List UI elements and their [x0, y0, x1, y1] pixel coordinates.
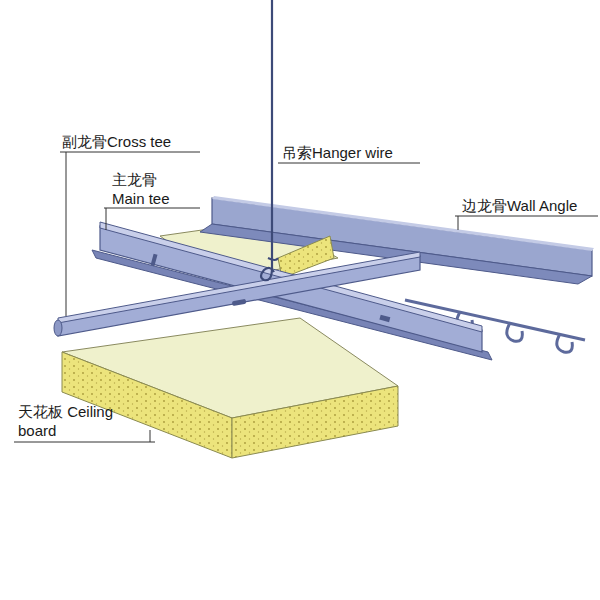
part-label: 吊索Hanger wire: [282, 143, 393, 162]
part-label: 主龙骨 Main tee: [112, 170, 182, 208]
part-label: 副龙骨Cross tee: [62, 132, 171, 151]
part-label: 边龙骨Wall Angle: [462, 196, 577, 215]
part-label: 天花板 Ceiling board: [18, 402, 116, 440]
